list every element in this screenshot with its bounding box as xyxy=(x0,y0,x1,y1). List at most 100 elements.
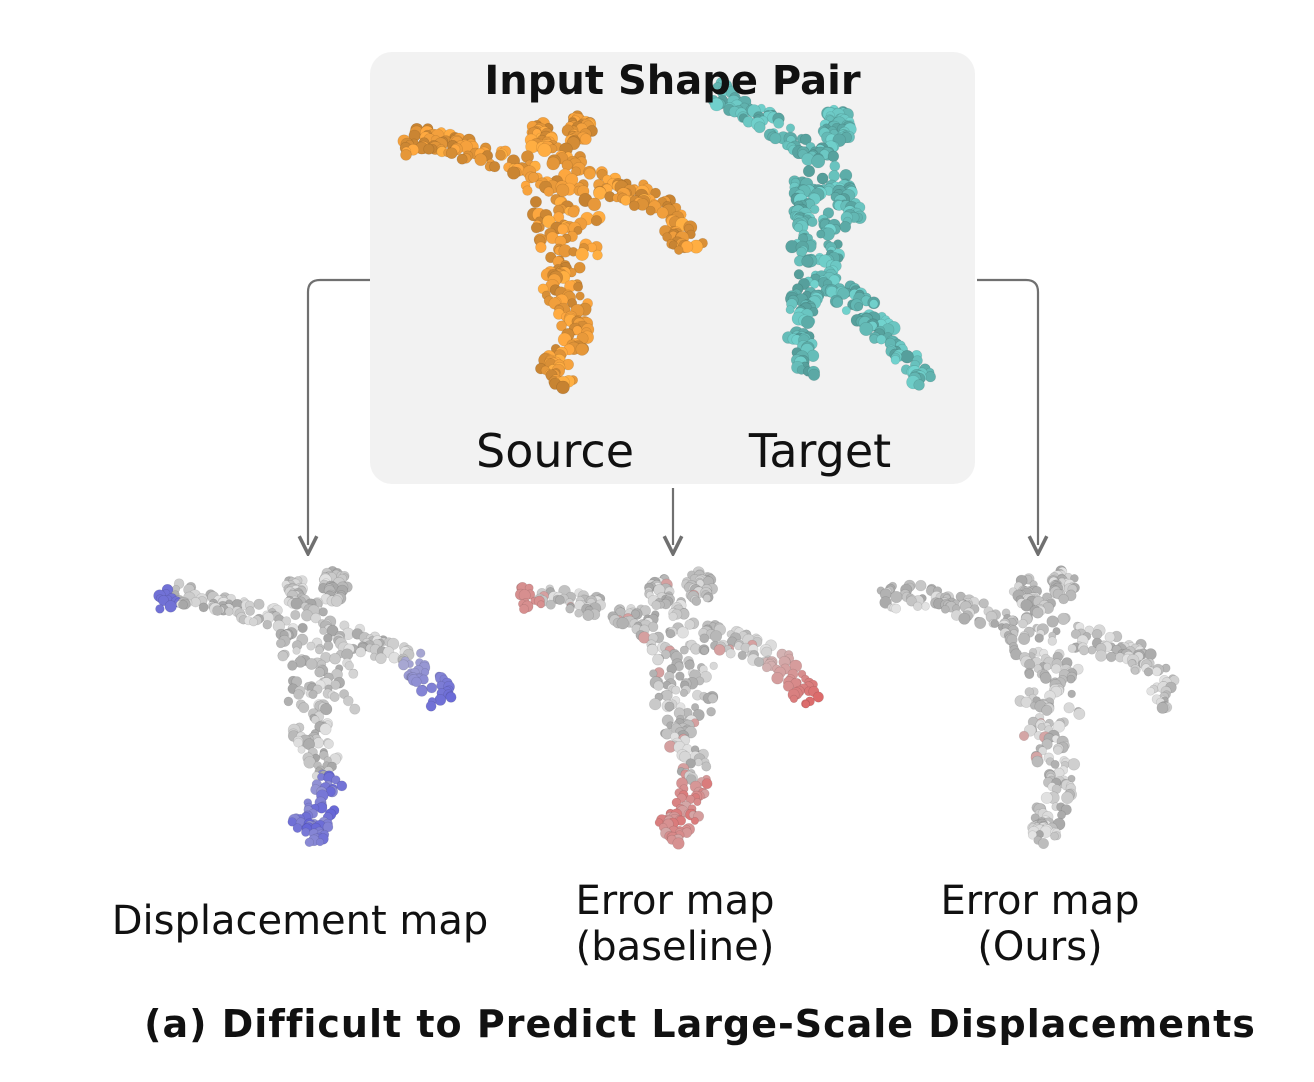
point xyxy=(1053,745,1063,755)
point xyxy=(737,650,747,661)
point xyxy=(310,715,320,725)
point xyxy=(990,619,1000,629)
baseline-label-line1: Error map xyxy=(575,878,775,924)
point xyxy=(1079,645,1090,656)
point xyxy=(1037,722,1046,731)
point xyxy=(506,166,521,180)
point xyxy=(434,694,447,706)
point xyxy=(1041,704,1053,716)
point xyxy=(829,160,841,172)
point xyxy=(827,150,840,163)
point xyxy=(1051,663,1062,674)
point xyxy=(809,279,820,289)
point xyxy=(676,626,689,639)
point xyxy=(1031,606,1044,619)
point xyxy=(290,597,303,610)
point xyxy=(753,121,766,134)
point xyxy=(330,595,343,607)
target-label: Target xyxy=(748,424,892,478)
point xyxy=(725,648,736,659)
point xyxy=(912,601,923,611)
arrow-to-ours xyxy=(977,278,1038,545)
point xyxy=(1031,755,1044,768)
point xyxy=(314,645,324,655)
point xyxy=(801,315,815,329)
point xyxy=(546,156,561,171)
point xyxy=(474,153,488,167)
point xyxy=(336,780,348,792)
figure-caption: (a) Difficult to Predict Large-Scale Dis… xyxy=(144,1002,1256,1046)
point xyxy=(573,281,584,292)
displacement-map-point-cloud xyxy=(153,565,457,847)
point xyxy=(958,612,971,625)
source-point-cloud xyxy=(397,110,708,395)
point xyxy=(319,626,328,635)
point xyxy=(292,646,301,655)
point xyxy=(1050,831,1059,841)
point xyxy=(557,223,569,235)
point xyxy=(793,269,805,280)
point xyxy=(348,668,359,679)
point xyxy=(329,652,341,665)
point xyxy=(837,287,850,300)
point xyxy=(249,617,259,627)
point xyxy=(297,745,306,754)
point xyxy=(785,123,796,133)
point xyxy=(1087,645,1097,655)
point xyxy=(293,689,304,700)
point xyxy=(342,695,354,707)
point xyxy=(839,221,852,233)
point xyxy=(1143,667,1153,677)
point xyxy=(298,702,310,714)
point xyxy=(869,299,879,309)
point xyxy=(668,611,678,622)
point xyxy=(876,334,887,345)
point xyxy=(690,816,699,825)
source-label: Source xyxy=(476,424,634,478)
point xyxy=(771,671,784,685)
point xyxy=(329,691,340,702)
point xyxy=(543,186,554,197)
point xyxy=(1050,759,1060,769)
point xyxy=(529,195,542,208)
point xyxy=(1020,696,1033,708)
point xyxy=(306,641,316,651)
point xyxy=(978,598,989,609)
point xyxy=(1146,686,1155,696)
point xyxy=(693,797,702,806)
point xyxy=(416,648,426,658)
point xyxy=(344,661,354,671)
target-point-cloud xyxy=(707,76,937,391)
point xyxy=(1020,599,1033,612)
point xyxy=(593,186,607,200)
point xyxy=(290,609,301,621)
point xyxy=(445,691,457,703)
point xyxy=(630,609,641,619)
point xyxy=(164,600,177,613)
point xyxy=(323,640,334,651)
point xyxy=(1066,674,1076,684)
point xyxy=(1038,837,1050,849)
point xyxy=(587,197,602,212)
point xyxy=(753,656,765,668)
point xyxy=(769,132,782,145)
point xyxy=(679,688,689,698)
point xyxy=(816,172,829,185)
point xyxy=(828,170,840,182)
point xyxy=(652,653,664,666)
point xyxy=(684,659,695,671)
point xyxy=(330,679,341,690)
point xyxy=(811,154,826,169)
point xyxy=(1061,791,1074,805)
baseline-error-map-point-cloud xyxy=(514,566,824,850)
point xyxy=(807,216,818,228)
point xyxy=(530,222,542,234)
point xyxy=(1018,730,1030,742)
point xyxy=(1057,612,1070,626)
point xyxy=(913,379,925,391)
point xyxy=(674,245,684,255)
point xyxy=(573,261,586,274)
point xyxy=(262,619,273,630)
point xyxy=(277,650,289,662)
